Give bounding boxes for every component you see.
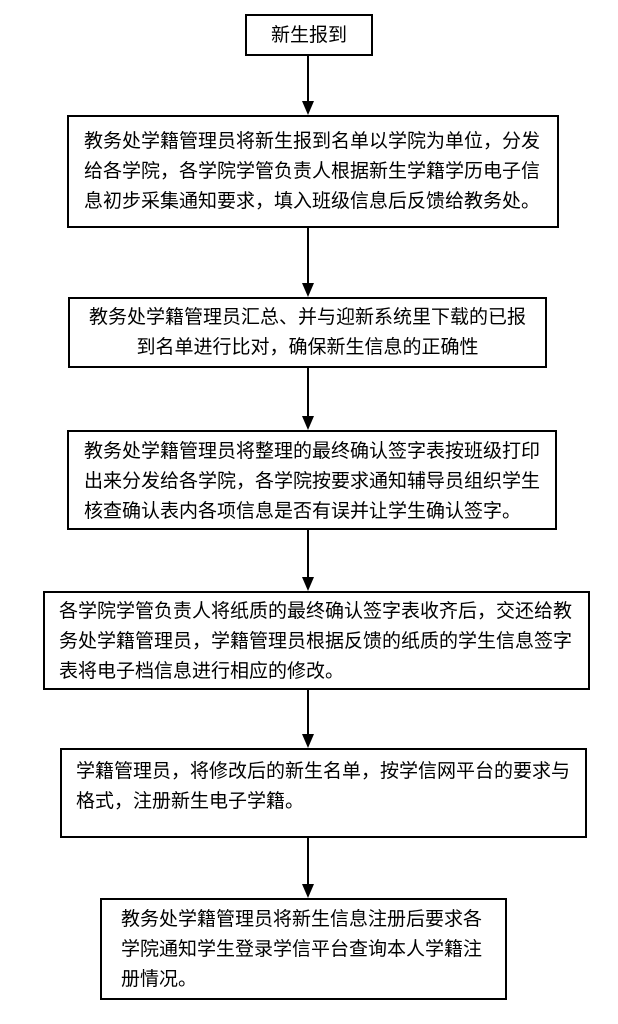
- flow-arrow-5: [301, 690, 315, 748]
- flow-arrow-6: [301, 838, 315, 898]
- flow-node-text: 表将电子档信息进行相应的修改。: [59, 661, 345, 682]
- arrowhead-icon: [302, 283, 314, 297]
- arrowhead-icon: [302, 577, 314, 591]
- flow-node-text: 到名单进行比对，确保新生信息的正确性: [136, 337, 479, 358]
- flow-node-step-2: 教务处学籍管理员汇总、并与迎新系统里下载的已报 到名单进行比对，确保新生信息的正…: [68, 297, 547, 368]
- flow-node-step-1: 教务处学籍管理员将新生报到名单以学院为单位，分发 给各学院，各学院学管负责人根据…: [67, 115, 559, 228]
- flow-node-text: 教务处学籍管理员将整理的最终确认签字表按班级打印: [84, 441, 541, 462]
- flow-node-start: 新生报到: [245, 14, 373, 56]
- flow-node-text: 教务处学籍管理员将新生报到名单以学院为单位，分发: [84, 131, 541, 152]
- flow-node-text: 新生报到: [270, 25, 347, 46]
- flow-node-text: 核查确认表内各项信息是否有误并让学生确认签字。: [84, 501, 522, 522]
- arrow-shaft: [307, 530, 309, 577]
- flow-arrow-4: [301, 530, 315, 591]
- flow-node-text: 给各学院，各学院学管负责人根据新生学籍学历电子信: [84, 161, 541, 182]
- arrow-shaft: [307, 368, 309, 416]
- flow-node-text: 各学院学管负责人将纸质的最终确认签字表收齐后，交还给教: [59, 601, 573, 622]
- flow-arrow-3: [301, 368, 315, 430]
- flow-node-text: 出来分发给各学院，各学院按要求通知辅导员组织学生: [84, 471, 541, 492]
- flow-node-step-4: 各学院学管负责人将纸质的最终确认签字表收齐后，交还给教 务处学籍管理员，学籍管理…: [43, 591, 590, 690]
- arrow-shaft: [307, 838, 309, 884]
- flow-arrow-1: [301, 56, 315, 115]
- arrow-shaft: [307, 690, 309, 734]
- arrowhead-icon: [302, 416, 314, 430]
- arrowhead-icon: [302, 884, 314, 898]
- flow-node-step-6: 教务处学籍管理员将新生信息注册后要求各 学院通知学生登录学信平台查询本人学籍注 …: [100, 898, 507, 1000]
- flow-node-text: 册情况。: [121, 969, 198, 990]
- flow-node-text: 学籍管理员，将修改后的新生名单，按学信网平台的要求与: [76, 761, 571, 782]
- arrow-shaft: [307, 228, 309, 283]
- arrowhead-icon: [302, 101, 314, 115]
- flow-node-step-5: 学籍管理员，将修改后的新生名单，按学信网平台的要求与 格式，注册新生电子学籍。: [60, 748, 587, 838]
- flow-node-step-3: 教务处学籍管理员将整理的最终确认签字表按班级打印 出来分发给各学院，各学院按要求…: [67, 430, 557, 530]
- flow-node-text: 学院通知学生登录学信平台查询本人学籍注: [121, 939, 483, 960]
- flow-node-text: 息初步采集通知要求，填入班级信息后反馈给教务处。: [84, 191, 541, 212]
- arrow-shaft: [307, 56, 309, 101]
- flow-node-text: 教务处学籍管理员将新生信息注册后要求各: [121, 909, 483, 930]
- arrowhead-icon: [302, 734, 314, 748]
- flow-arrow-2: [301, 228, 315, 297]
- flow-node-text: 教务处学籍管理员汇总、并与迎新系统里下载的已报: [88, 307, 526, 328]
- flow-node-text: 务处学籍管理员，学籍管理员根据反馈的纸质的学生信息签字: [59, 631, 573, 652]
- flow-node-text: 格式，注册新生电子学籍。: [76, 791, 305, 812]
